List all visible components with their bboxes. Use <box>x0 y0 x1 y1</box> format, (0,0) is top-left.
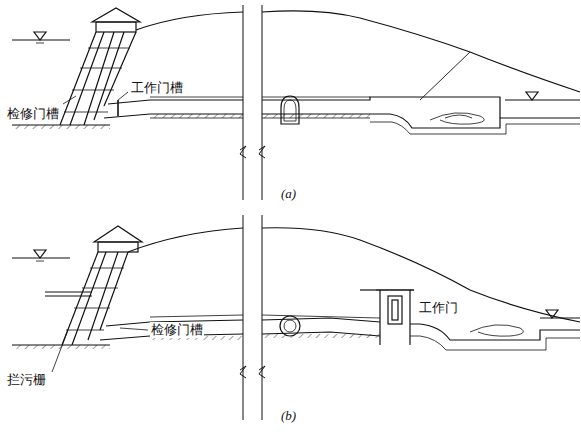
break-lines <box>240 5 265 420</box>
part-label: 检修门槽 <box>150 322 204 338</box>
figure-label: (b) <box>280 408 297 424</box>
part-label: 工作门槽 <box>130 80 184 96</box>
panel-b <box>12 226 580 372</box>
part-label: 工作门 <box>418 300 459 316</box>
figure-label: (a) <box>280 186 297 202</box>
panel-a <box>12 8 580 134</box>
part-label: 检修门槽 <box>6 106 60 122</box>
part-label: 拦污栅 <box>6 372 47 388</box>
